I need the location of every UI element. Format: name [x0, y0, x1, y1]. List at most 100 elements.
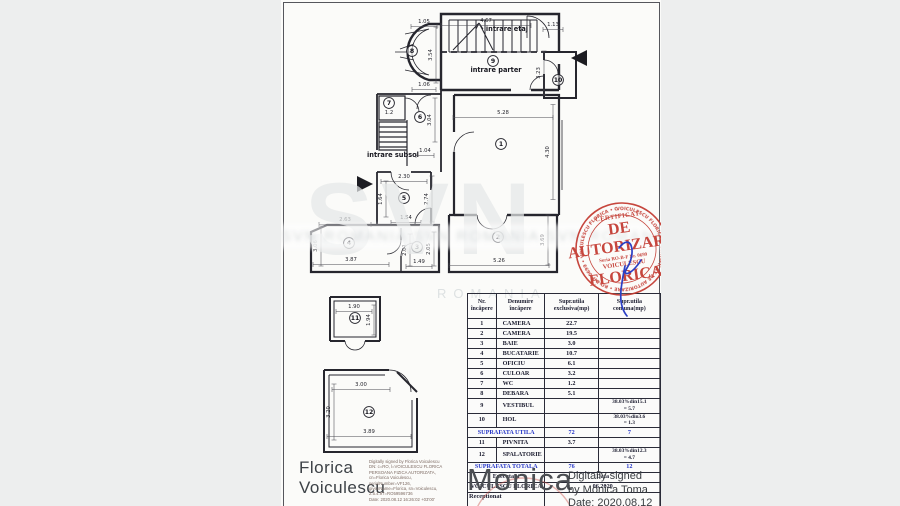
dim-label: 5.28	[497, 110, 509, 116]
cell-name: OFICIU	[495, 358, 546, 369]
cell-excl: 19.5	[544, 328, 599, 339]
cell-com: 38.03%din3.6 = 1.3	[597, 412, 661, 428]
signature-detail-line: cn=Florica Voiculescu,	[369, 475, 412, 481]
dim-label: 3.23	[536, 67, 542, 79]
dim-label: 2.05	[426, 243, 432, 255]
certification-stamp: VOICULESCU FLORICA • CERTIFICAT DE AUTOR…	[564, 191, 661, 305]
cell-nr: 7	[467, 378, 497, 389]
summary-excl: 72	[544, 427, 599, 438]
dim-line	[432, 97, 438, 143]
dim-line	[433, 26, 439, 84]
cell-nr: 11	[467, 437, 497, 448]
monica-detail-line3: Date: 2020.08.12	[568, 497, 653, 506]
cell-com	[597, 378, 661, 389]
summary-label: SUPRAFATA UTILA	[466, 427, 546, 438]
cell-excl	[544, 412, 599, 428]
cell-excl	[544, 398, 599, 414]
room-number-circle	[414, 111, 426, 123]
cell-name: DEBARA	[495, 388, 546, 399]
cell-com: 38.03%din15.1 = 5.7	[597, 398, 661, 414]
table-row: Receptionat	[466, 491, 661, 506]
cell-name: WC	[495, 378, 546, 389]
cell-name: CAMERA	[495, 318, 546, 329]
room-number-circle	[363, 406, 375, 418]
cell-nr: 1	[467, 318, 497, 329]
watermark-brand: SVN	[305, 162, 539, 276]
monica-detail-line1: Digitally signed	[568, 470, 642, 482]
dim-line	[383, 180, 389, 218]
column-header: Nr. încăpere	[467, 293, 497, 319]
dim-label: 1.2	[385, 110, 393, 116]
monica-detail-line2: by Monica Toma	[568, 483, 648, 496]
cell-name: CULOAR	[495, 368, 546, 379]
dim-label: 3.54	[428, 48, 434, 60]
dim-line	[331, 383, 337, 441]
room-number-circle	[406, 45, 418, 57]
room-number: 8	[410, 48, 414, 55]
cell-name: HOL	[495, 412, 546, 428]
cell-nr: 4	[467, 348, 497, 359]
dim-line	[550, 104, 556, 200]
dim-label: 1.04	[419, 148, 431, 154]
dim-line	[411, 87, 437, 92]
dim-label: 2.74	[424, 192, 430, 204]
dim-line	[542, 27, 564, 32]
cell-nr: 2	[467, 328, 497, 339]
dim-label: 4.67	[480, 18, 492, 24]
dim-line	[326, 434, 412, 439]
room-number: 7	[387, 100, 391, 107]
dim-label: 1.49	[413, 259, 425, 265]
room-number: 11	[351, 315, 360, 322]
signature-florica-name: Florica Voiculescu	[299, 458, 385, 498]
entrance-label: intrare subsol	[367, 151, 419, 159]
room-number-circle	[398, 192, 410, 204]
cell-com	[597, 388, 661, 399]
dim-line	[380, 179, 428, 184]
stamp-rings: VOICULESCU FLORICA • CERTIFICAT DE AUTOR…	[564, 191, 661, 299]
cell-com	[597, 328, 661, 339]
signature-detail-line: Digitally signed by Florica Voiculescu	[369, 459, 440, 464]
cell-com	[597, 318, 661, 329]
dim-line	[335, 309, 373, 314]
cell-com	[597, 338, 661, 349]
room-number: 10	[554, 77, 563, 84]
dim-line	[429, 175, 435, 223]
room-number: 9	[491, 58, 495, 65]
cell-com	[597, 437, 661, 448]
cell-name: VESTIBUL	[495, 398, 546, 414]
cell-excl: 22.7	[544, 318, 599, 329]
dim-line	[331, 387, 391, 392]
dim-line	[541, 50, 547, 96]
dim-label: 3.20	[326, 405, 332, 417]
cell-com	[597, 358, 661, 369]
dim-label: 1.64	[378, 192, 384, 204]
dim-label: 5.26	[493, 258, 505, 264]
cell-excl: 3.0	[544, 338, 599, 349]
room-number-circle	[552, 74, 564, 86]
cell-nr: 5	[467, 358, 497, 369]
signature-detail-line: 2.5.4.97=RO59596736	[369, 491, 413, 497]
cell-com	[597, 348, 661, 359]
signature-detail-line: DN: c=RO, l=VOICULESCU FLORICA	[369, 464, 443, 470]
cell-nr: 3	[467, 338, 497, 349]
watermark-tagline-band: SVN ROMANIA SVN ROMANIA SVN ROMANIA SVN …	[281, 224, 661, 249]
signature-florica-line2: Voiculescu	[299, 478, 386, 497]
dim-label: 1.90	[348, 304, 360, 310]
signature-florica-line1: Florica	[299, 458, 354, 477]
room-number-circle	[349, 312, 361, 324]
column-header: Denumire încăpere	[495, 293, 546, 319]
dim-label: 1.05	[418, 19, 430, 25]
cell-nr: 9	[467, 398, 497, 414]
cell-excl: 6.1	[544, 358, 599, 369]
